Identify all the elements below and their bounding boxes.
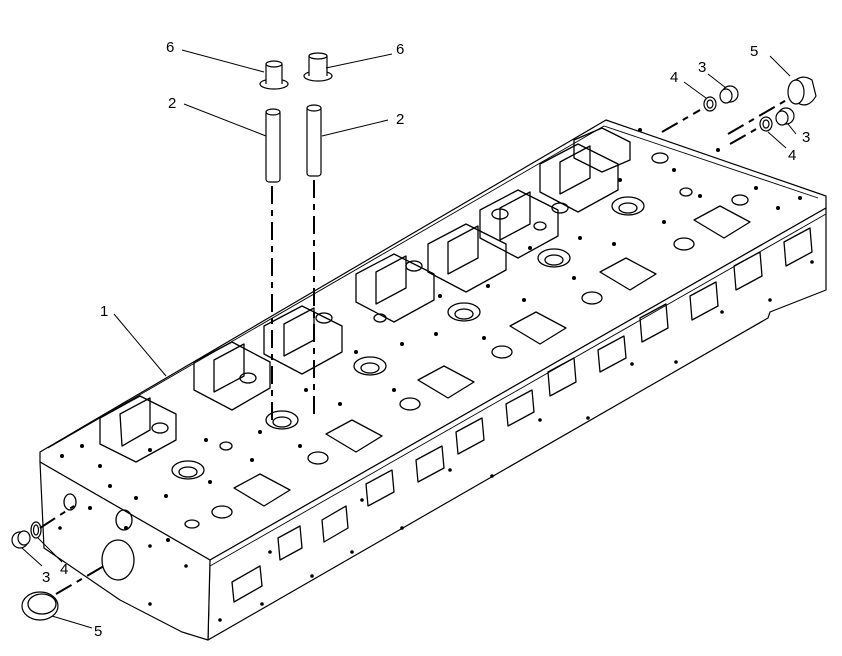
callout-2-left: 2 [168,95,176,112]
callout-5-left: 5 [94,623,102,640]
callout-3-lower-right: 3 [802,129,810,146]
plug-left [11,530,31,549]
expansion-plug-left [21,591,59,621]
valve-guide-right [306,104,322,177]
callout-4-lower-right: 4 [788,147,796,164]
callout-5-right: 5 [750,43,758,60]
rocker-bosses [99,127,631,463]
cap-line-left [55,565,105,595]
plug-line-upper [661,109,701,133]
side-small-holes [218,260,814,622]
callout-2-right: 2 [396,111,404,128]
valve-stem-seal-left [259,60,289,90]
callout-1: 1 [100,303,108,320]
top-medium-holes [151,152,749,529]
cap-line-right [727,97,791,135]
callout-3-left: 3 [42,569,50,586]
plug-lower-right [775,107,795,126]
valve-guide-left [265,108,281,183]
expansion-plug-right [787,76,817,106]
callout-3-upper-right: 3 [698,59,706,76]
valve-stem-seal-right [303,52,333,82]
side-ports [231,227,813,603]
top-ports [171,196,645,480]
plug-line-lower [729,127,759,145]
end-face-details [58,493,188,606]
top-small-holes [60,128,802,542]
callout-6-right: 6 [396,41,404,58]
callout-4-left: 4 [60,561,68,578]
callout-4-upper-right: 4 [670,69,678,86]
top-pockets [233,205,751,507]
leader-lines [21,49,797,629]
plug-upper-right [719,85,739,104]
plug-line-left [39,505,75,529]
callout-6-left: 6 [166,39,174,56]
cylinder-head [39,119,827,641]
